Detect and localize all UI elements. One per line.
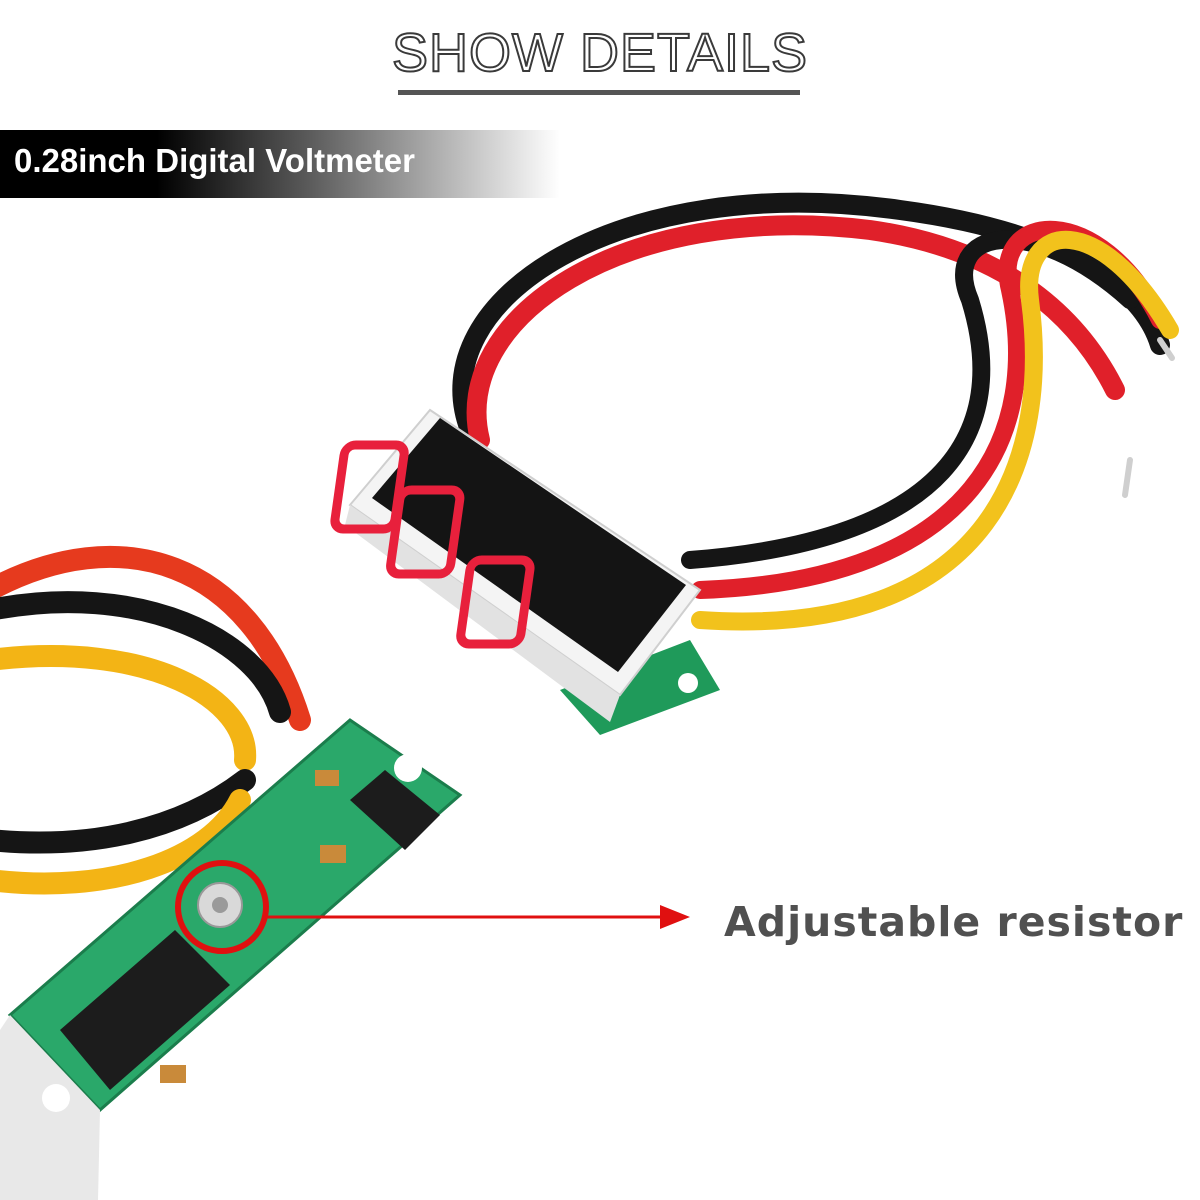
arrow-head-icon bbox=[660, 905, 690, 929]
callout-label: Adjustable resistor bbox=[724, 898, 1184, 946]
resistor-highlight-circle bbox=[175, 860, 269, 954]
callout-indicator bbox=[175, 860, 690, 954]
product-banner: 0.28inch Digital Voltmeter bbox=[0, 130, 560, 198]
page-title: SHOW DETAILS bbox=[391, 22, 809, 84]
voltmeter-module bbox=[330, 408, 720, 735]
segment-display bbox=[330, 440, 535, 649]
right-wires bbox=[452, 192, 1179, 631]
left-wires bbox=[0, 545, 311, 895]
banner-text: 0.28inch Digital Voltmeter bbox=[14, 142, 415, 179]
pcb-board bbox=[0, 718, 463, 1200]
title-underline bbox=[398, 90, 800, 95]
